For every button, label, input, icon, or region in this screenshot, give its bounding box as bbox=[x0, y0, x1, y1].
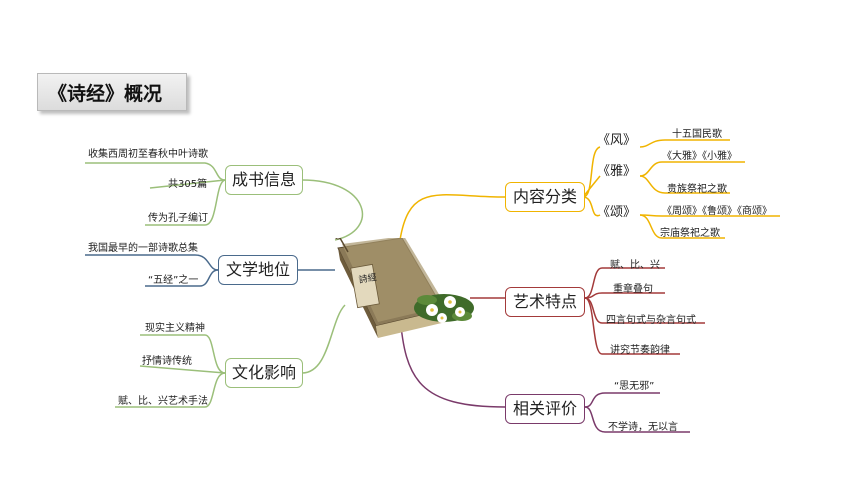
leaf-yishu-3: 四言句式与杂言句式 bbox=[606, 315, 696, 326]
book-illustration: 詩經 bbox=[332, 232, 480, 350]
leaf-wenxue-1: 我国最早的一部诗歌总集 bbox=[88, 243, 198, 254]
leaf-pingjia-2: 不学诗，无以言 bbox=[608, 422, 678, 433]
leaf-wenhua-2: 抒情诗传统 bbox=[142, 356, 192, 367]
leaf-ya-1: 《大雅》《小雅》 bbox=[662, 151, 737, 162]
leaf-wenhua-3: 赋、比、兴艺术手法 bbox=[118, 396, 208, 407]
node-neirong-category: 内容分类 bbox=[505, 182, 585, 212]
leaf-feng-1: 十五国民歌 bbox=[672, 129, 722, 140]
flower-decoration bbox=[414, 294, 474, 323]
sub-song: 《颂》 bbox=[597, 205, 637, 220]
leaf-wenhua-1: 现实主义精神 bbox=[145, 323, 205, 334]
leaf-chengshu-1: 收集西周初至春秋中叶诗歌 bbox=[88, 149, 208, 160]
leaf-song-1: 《周颂》《鲁颂》《商颂》 bbox=[662, 206, 772, 217]
leaf-yishu-1: 赋、比、兴 bbox=[610, 260, 660, 271]
node-pingjia-evaluation: 相关评价 bbox=[505, 394, 585, 424]
leaf-song-2: 宗庙祭祀之歌 bbox=[660, 228, 720, 239]
node-yishu-features: 艺术特点 bbox=[505, 287, 585, 317]
sub-ya: 《雅》 bbox=[597, 164, 637, 179]
node-chengshu-info: 成书信息 bbox=[225, 165, 303, 195]
leaf-chengshu-3: 传为孔子编订 bbox=[148, 213, 208, 224]
page-title: 《诗经》概况 bbox=[37, 73, 187, 111]
book-title-text: 詩經 bbox=[358, 271, 378, 286]
leaf-wenxue-2: “五经”之一 bbox=[148, 275, 199, 286]
leaf-yishu-4: 讲究节奏韵律 bbox=[610, 345, 670, 356]
sub-feng: 《风》 bbox=[597, 133, 637, 148]
leaf-yishu-2: 重章叠句 bbox=[613, 284, 653, 295]
leaf-pingjia-1: “思无邪” bbox=[614, 381, 655, 392]
node-wenhua-influence: 文化影响 bbox=[225, 358, 303, 388]
leaf-ya-2: 贵族祭祀之歌 bbox=[667, 184, 727, 195]
leaf-chengshu-2: 共305篇 bbox=[168, 179, 208, 190]
node-wenxue-status: 文学地位 bbox=[218, 255, 298, 285]
